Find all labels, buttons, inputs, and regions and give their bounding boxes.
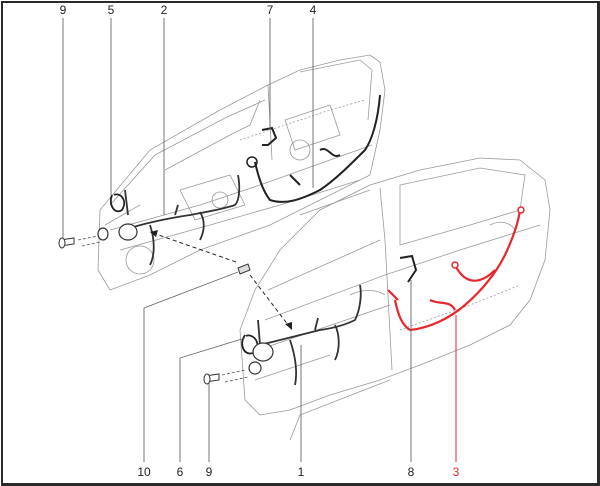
arrow-head-lower <box>285 322 292 330</box>
callout-6: 6 <box>176 465 184 479</box>
callout-1: 1 <box>297 465 305 479</box>
harness-8 <box>399 254 418 283</box>
harness-3-highlighted <box>387 209 522 332</box>
grommet-2 <box>118 223 138 241</box>
callout-10: 10 <box>137 465 151 479</box>
harness-2 <box>124 174 241 266</box>
harness-4 <box>254 94 381 203</box>
assembly-arrows <box>149 231 293 331</box>
callout-9-top: 9 <box>59 3 67 17</box>
callout-8: 8 <box>407 465 415 479</box>
harness-5 <box>109 193 126 213</box>
callout-9-bottom: 9 <box>205 465 213 479</box>
front-door-upper-outline <box>97 54 386 291</box>
callout-5: 5 <box>107 3 115 17</box>
callout-7: 7 <box>266 3 274 17</box>
clip-lower <box>248 361 262 375</box>
callout-3-highlighted: 3 <box>452 465 460 479</box>
screw-9-upper <box>58 237 75 249</box>
clip-upper <box>97 227 109 241</box>
arrow-head-upper <box>150 230 158 237</box>
callout-4: 4 <box>309 3 317 17</box>
clip-10 <box>237 263 251 275</box>
screw-9-lower <box>203 373 220 385</box>
harness-1 <box>257 284 362 386</box>
grommet-1 <box>252 342 274 362</box>
rear-door-lower-outline <box>239 157 551 441</box>
harness-7 <box>261 126 278 146</box>
leader-lines <box>62 18 412 462</box>
callout-2: 2 <box>160 3 168 17</box>
grommet-4 <box>246 156 258 168</box>
